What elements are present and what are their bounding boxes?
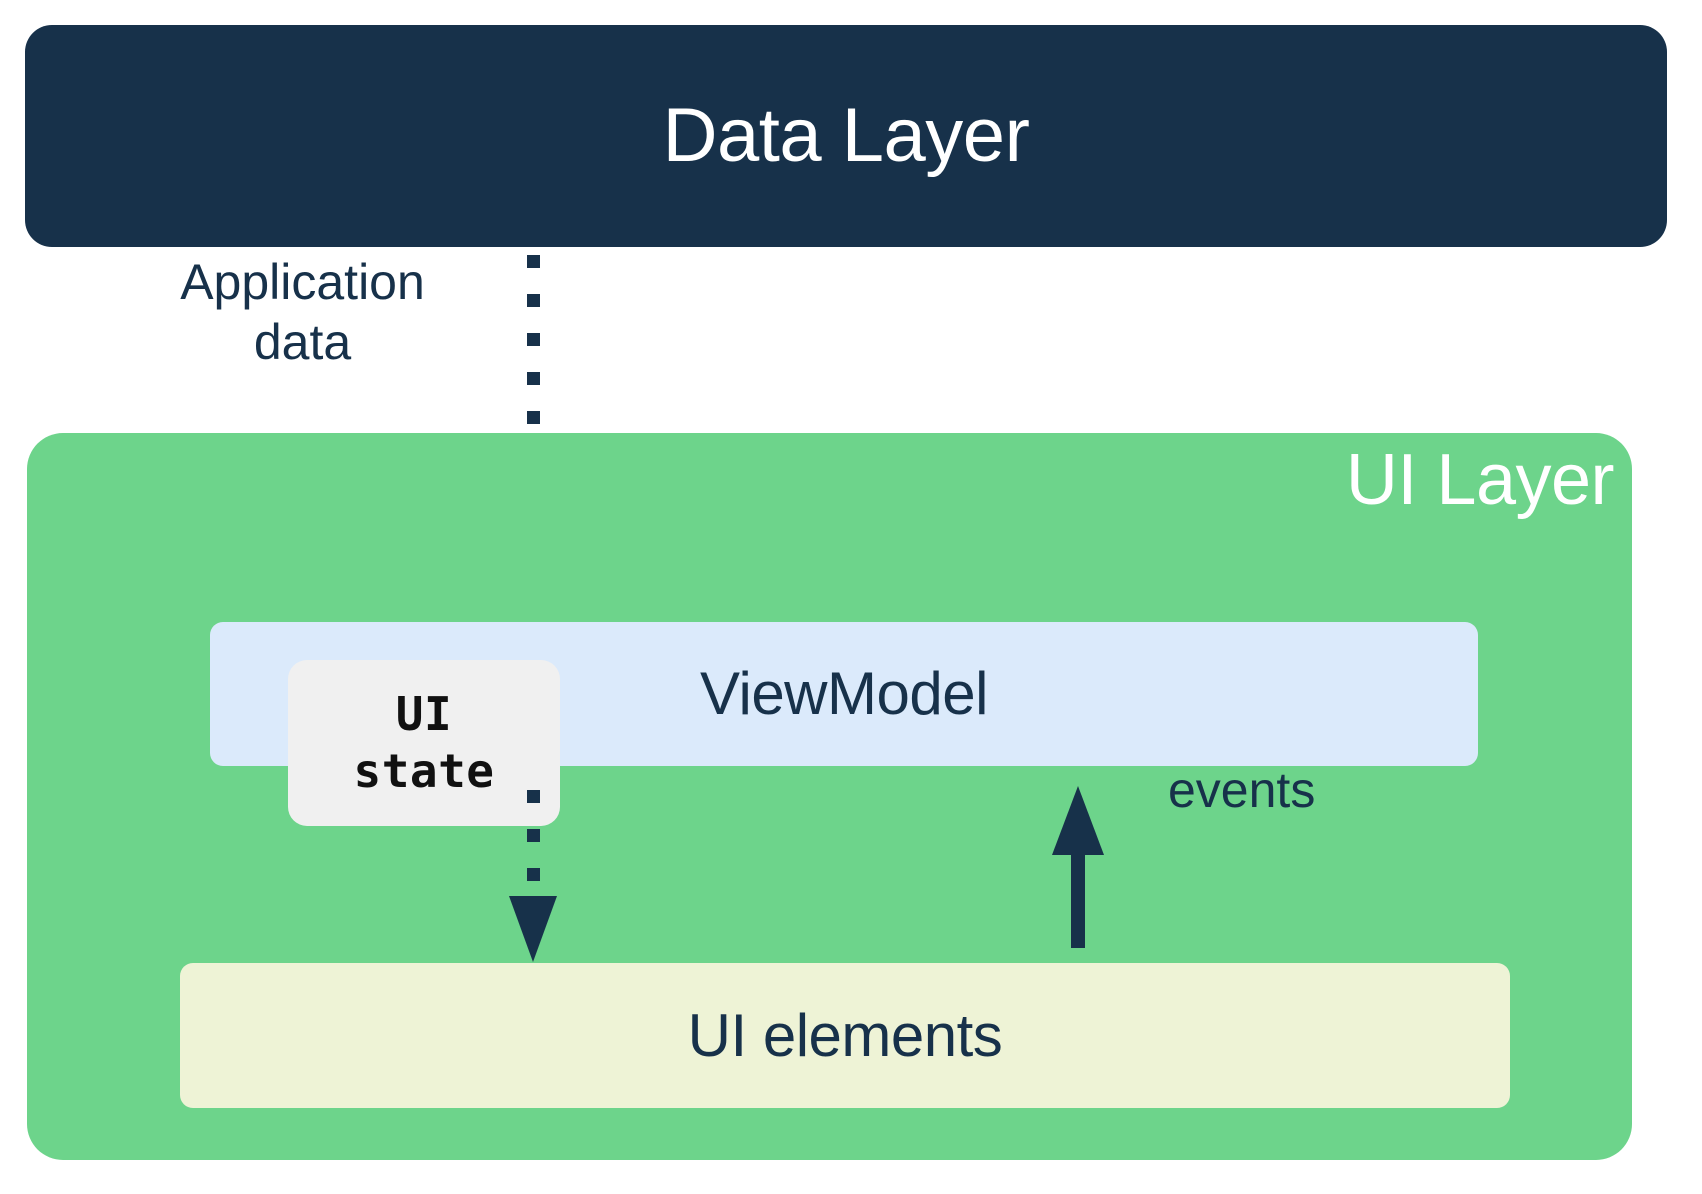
- events-arrow-shaft: [1071, 852, 1085, 948]
- events-arrow-head-up: [1052, 786, 1104, 855]
- events-label: events: [1168, 762, 1316, 818]
- dotted-arrow-dot: [527, 294, 540, 307]
- ui-elements-label: UI elements: [687, 1001, 1003, 1069]
- application-data-label-line1: Application: [180, 254, 425, 310]
- ui-state-label-line1: UI: [395, 686, 453, 741]
- dotted-arrow-dot: [527, 829, 540, 842]
- dotted-arrow-dot: [527, 372, 540, 385]
- application-data-label-line2: data: [253, 314, 352, 370]
- dotted-arrow-dot: [527, 255, 540, 268]
- data-layer-box: Data Layer: [25, 25, 1667, 247]
- viewmodel-label: ViewModel: [700, 660, 988, 727]
- dotted-arrow-dot: [527, 333, 540, 346]
- ui-state-label-line2: state: [353, 744, 495, 798]
- viewmodel-label-wrap: ViewModel: [210, 622, 1478, 766]
- ui-layer-label: UI Layer: [1345, 440, 1615, 520]
- ui-elements-box: UI elements: [180, 963, 1510, 1108]
- dotted-arrow-dot: [527, 411, 540, 424]
- data-layer-label: Data Layer: [662, 93, 1030, 178]
- dotted-arrow-dot: [527, 790, 540, 803]
- ui-state-card: UI state: [288, 660, 560, 826]
- dotted-arrow-head-down: [509, 896, 557, 962]
- application-data-label: Application data: [150, 252, 455, 372]
- dotted-arrow-dot: [527, 868, 540, 881]
